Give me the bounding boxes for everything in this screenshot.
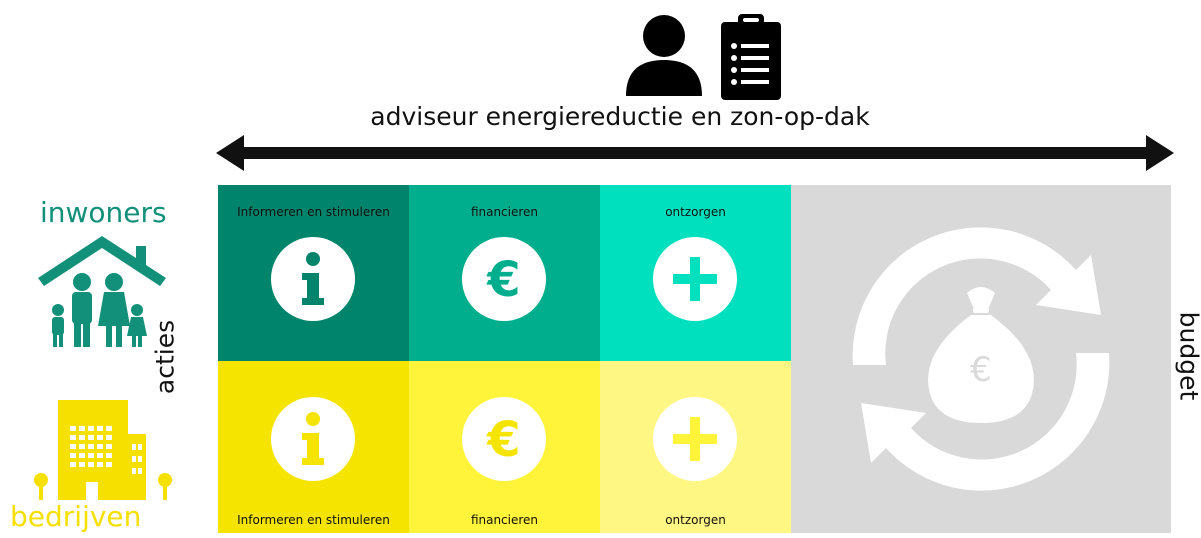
advisor-title: adviseur energiereductie en zon-op-dak <box>360 102 880 131</box>
svg-text:€: € <box>486 412 520 468</box>
actions-axis-label: acties <box>151 317 180 397</box>
euro-icon: € <box>462 397 546 481</box>
residents-label: inwoners <box>40 196 167 229</box>
svg-text:€: € <box>486 252 520 308</box>
residents-inform-cell: Informeren en stimuleren <box>218 185 409 361</box>
cell-caption: financieren <box>409 513 600 527</box>
office-building-icon <box>28 400 178 500</box>
money-bag-cycle-icon: € <box>791 185 1171 533</box>
budget-axis-label: budget <box>1175 311 1201 401</box>
clipboard-icon <box>721 14 781 100</box>
plus-icon <box>653 237 737 321</box>
family-house-icon <box>38 232 166 350</box>
advisor-icons <box>626 10 786 105</box>
residents-finance-cell: financieren € <box>409 185 600 361</box>
info-icon <box>271 237 355 321</box>
businesses-label: bedrijven <box>10 500 141 533</box>
cell-caption: ontzorgen <box>600 513 791 527</box>
budget-symbol: € <box>970 350 992 390</box>
person-icon <box>626 15 702 96</box>
info-icon <box>271 397 355 481</box>
businesses-inform-cell: Informeren en stimuleren <box>218 361 409 533</box>
businesses-finance-cell: € financieren <box>409 361 600 533</box>
double-arrow <box>216 130 1174 176</box>
euro-icon: € <box>462 237 546 321</box>
cell-caption: Informeren en stimuleren <box>218 205 409 219</box>
businesses-relieve-cell: ontzorgen <box>600 361 791 533</box>
residents-relieve-cell: ontzorgen <box>600 185 791 361</box>
cell-caption: ontzorgen <box>600 205 791 219</box>
cell-caption: Informeren en stimuleren <box>218 513 409 527</box>
plus-icon <box>653 397 737 481</box>
budget-block: € <box>791 185 1171 533</box>
cell-caption: financieren <box>409 205 600 219</box>
